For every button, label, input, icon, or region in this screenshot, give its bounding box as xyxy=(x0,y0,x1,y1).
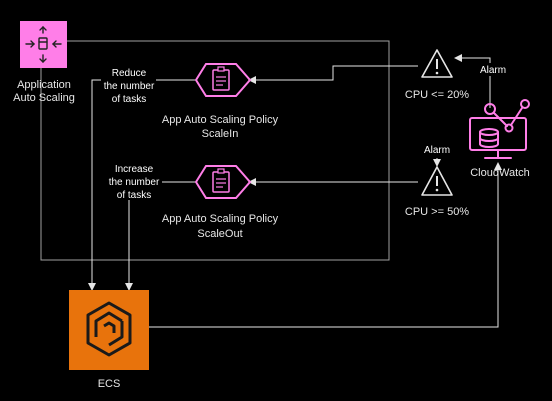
ecs-icon xyxy=(69,290,149,370)
edge-scalein-to-ecs xyxy=(88,79,196,291)
scaling-policy-icon-2 xyxy=(194,165,252,199)
warning-icon xyxy=(421,49,453,78)
edge-label-reduce: Reduce the number of tasks xyxy=(101,66,156,105)
svg-text:Reduce: Reduce xyxy=(112,68,147,79)
policy-scaleout-label: App Auto Scaling Policy xyxy=(162,213,279,225)
policy-scaleout-label-2: ScaleOut xyxy=(197,228,242,240)
scaling-policy-icon xyxy=(194,63,252,97)
app-auto-scaling-label-2: Auto Scaling xyxy=(13,92,75,104)
svg-text:Increase: Increase xyxy=(115,164,154,175)
svg-text:the number: the number xyxy=(109,177,160,188)
scaling-group-boundary xyxy=(40,40,390,261)
svg-text:of tasks: of tasks xyxy=(117,190,151,201)
cloudwatch-icon xyxy=(469,99,530,159)
policy-scalein-label: App Auto Scaling Policy xyxy=(162,114,279,126)
alarm-low-label: CPU <= 20% xyxy=(405,89,469,101)
edge-cloudwatch-to-alarm-low xyxy=(454,54,491,108)
svg-text:of tasks: of tasks xyxy=(112,94,146,105)
edge-label-alarm-top: Alarm xyxy=(476,63,510,76)
svg-text:the number: the number xyxy=(104,81,155,92)
cloudwatch-label: CloudWatch xyxy=(470,167,530,179)
application-auto-scaling-icon xyxy=(20,21,67,68)
svg-text:Alarm: Alarm xyxy=(480,65,506,76)
warning-icon-2 xyxy=(421,166,453,196)
policy-scalein-label-2: ScaleIn xyxy=(202,128,239,140)
ecs-label: ECS xyxy=(98,378,121,390)
app-auto-scaling-label: Application xyxy=(17,79,71,91)
alarm-high-label: CPU >= 50% xyxy=(405,206,469,218)
edge-label-alarm-mid: Alarm xyxy=(420,143,454,156)
edge-ecs-to-cloudwatch xyxy=(149,162,502,328)
edge-label-increase: Increase the number of tasks xyxy=(104,161,162,201)
svg-text:Alarm: Alarm xyxy=(424,145,450,156)
edge-alarm-low-to-scalein xyxy=(248,65,418,84)
